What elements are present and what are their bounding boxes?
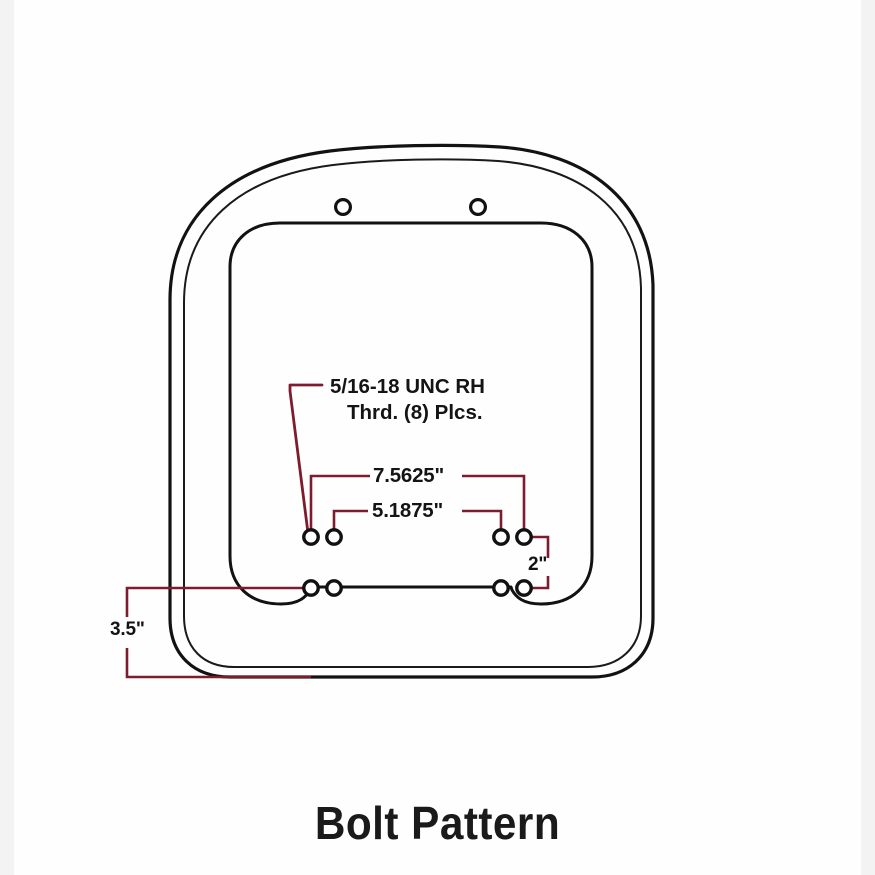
dimension-label-5-1875: 5.1875"	[372, 499, 444, 522]
top-hole-left	[334, 198, 353, 217]
dimension-line-7-5625-right	[462, 474, 526, 537]
bolt-hole-upper-left-outer	[302, 528, 320, 546]
thread-spec-line-2: Thrd. (8) Plcs.	[347, 400, 483, 424]
dimension-line-3-5-top	[125, 586, 311, 617]
thread-spec-line-1: 5/16-18 UNC RH	[330, 375, 485, 398]
bolt-hole-lower-right-outer	[515, 579, 533, 597]
bolt-hole-lower-left-inner	[325, 579, 343, 597]
part-inner-panel	[228, 221, 594, 606]
right-margin-band	[861, 0, 875, 875]
bolt-hole-upper-right-inner	[492, 528, 510, 546]
dimension-line-7-5625-left	[309, 474, 370, 537]
top-hole-right	[469, 198, 488, 217]
thread-spec-note: 5/16-18 UNC RH Thrd. (8) Plcs.	[330, 374, 485, 425]
dimension-label-2in: 2"	[528, 554, 548, 575]
bolt-hole-lower-right-inner	[492, 579, 510, 597]
bolt-hole-upper-right-outer	[515, 528, 533, 546]
dimension-line-3-5-bottom	[125, 648, 311, 679]
dimension-label-7-5625: 7.5625"	[373, 464, 445, 487]
diagram-caption-title: Bolt Pattern	[314, 797, 561, 849]
left-margin-band	[0, 0, 14, 875]
bolt-hole-lower-left-outer	[302, 579, 320, 597]
thread-note-leader-line	[288, 383, 324, 535]
dimension-label-3-5: 3.5"	[110, 619, 145, 640]
part-outer-edge-offset	[183, 158, 642, 668]
bolt-hole-upper-left-inner	[325, 528, 343, 546]
